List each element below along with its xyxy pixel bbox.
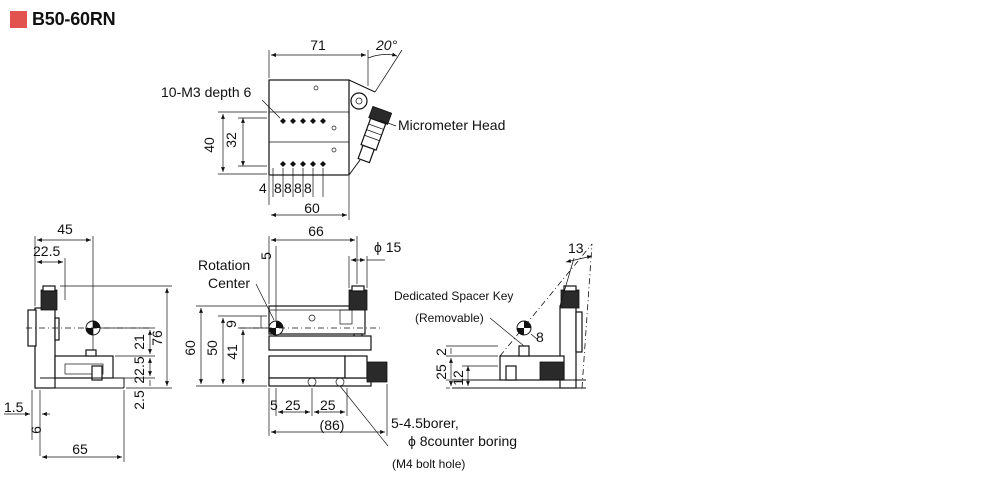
dim-12: 12 (450, 370, 466, 386)
left-side-view: 45 22.5 76 21 22.5 2.5 1.5 6 65 (4, 221, 172, 462)
front-micrometer-knurl (348, 289, 368, 311)
dim-angle: 20° (375, 37, 398, 53)
label-spacer-key: Dedicated Spacer Key (394, 289, 513, 303)
right-side-view: Dedicated Spacer Key (Removable) 8 13 2 … (394, 240, 593, 389)
dim-50: 50 (204, 340, 220, 356)
front-lower-stage (268, 355, 346, 379)
dim-2-5: 2.5 (131, 390, 147, 410)
front-view: 66 5 ϕ 15 Rotation Center 60 50 41 9 5 (182, 223, 517, 471)
dim-76: 76 (149, 330, 165, 346)
top-micrometer-head (357, 105, 393, 164)
dim-6: 6 (28, 426, 44, 434)
dim-5-top: 5 (258, 252, 274, 260)
top-view: 71 20° 10-M3 depth 6 Micrometer Head 40 … (161, 37, 505, 220)
dim-86: (86) (320, 417, 345, 433)
dim-9: 9 (223, 320, 239, 328)
dim-21: 21 (131, 334, 147, 350)
label-tapped-holes: 10-M3 depth 6 (161, 84, 251, 100)
dim-pitch-8a: 8 (274, 180, 282, 196)
spacer-key (518, 345, 530, 357)
dim-32: 32 (223, 132, 239, 148)
dim-22-5-top: 22.5 (33, 243, 60, 259)
top-knob-circle (350, 92, 368, 110)
dim-2: 2 (433, 348, 449, 356)
left-micrometer-knurl (40, 289, 58, 311)
label-rotation-center-line2: Center (208, 275, 250, 291)
right-side-knurl (539, 361, 565, 381)
label-rotation-center-line1: Rotation (198, 257, 250, 273)
tapped-holes-row2 (280, 161, 326, 167)
dim-71: 71 (310, 37, 326, 53)
dim-22-5-side: 22.5 (131, 356, 147, 383)
title-marker-icon (10, 11, 27, 28)
dim-60-front: 60 (182, 340, 198, 356)
left-horizontal-body (54, 355, 114, 379)
dim-1-5: 1.5 (4, 399, 24, 415)
dim-60-top: 60 (304, 200, 320, 216)
dim-40: 40 (201, 137, 217, 153)
dim-25-right: 25 (433, 364, 449, 380)
left-vertical-body (34, 307, 56, 389)
dim-5-bottom: 5 (270, 397, 278, 413)
drawing-title: B50-60RN (32, 9, 116, 29)
dim-phi-15: ϕ 15 (374, 239, 402, 255)
tapped-holes-row1 (280, 118, 326, 124)
top-stage-body (268, 79, 350, 176)
dim-65: 65 (72, 441, 88, 457)
front-side-knurl (366, 361, 388, 383)
front-upper-stage (268, 305, 366, 335)
label-micrometer-head: Micrometer Head (398, 117, 505, 133)
dim-25-a: 25 (285, 397, 301, 413)
dim-pitch-8d: 8 (304, 180, 312, 196)
dim-pitch-4: 4 (259, 180, 267, 196)
dim-pitch-8b: 8 (284, 180, 292, 196)
label-bolt-holes-line2: ϕ 8counter boring (408, 433, 517, 449)
label-bolt-holes-line1: 5-4.5borer, (391, 415, 459, 431)
label-removable: (Removable) (415, 311, 484, 325)
title-area: B50-60RN (10, 9, 116, 30)
dim-8: 8 (536, 329, 544, 345)
dim-45: 45 (57, 221, 73, 237)
dim-66: 66 (308, 223, 324, 239)
dim-41: 41 (224, 344, 240, 360)
dim-25-b: 25 (320, 397, 336, 413)
label-bolt-holes-line3: (M4 bolt hole) (392, 457, 465, 471)
dim-13: 13 (568, 240, 584, 256)
dim-pitch-8c: 8 (294, 180, 302, 196)
